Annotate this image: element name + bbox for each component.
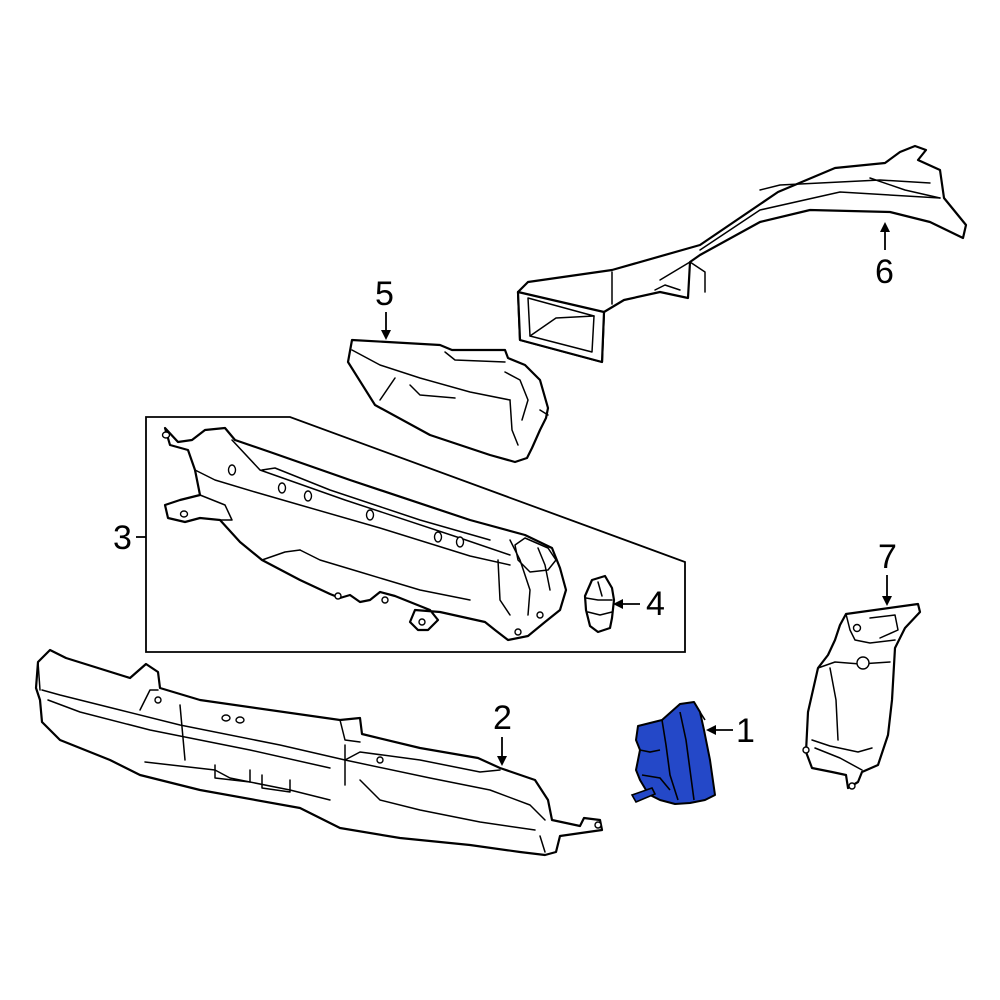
callout-1-label: 1 (736, 712, 755, 750)
callout-6-label: 6 (875, 253, 894, 291)
part-2-lower-grille[interactable] (34, 648, 604, 857)
callout-5-arrowhead (381, 330, 391, 340)
callout-4: 4 (613, 585, 665, 623)
callout-6-arrowhead (880, 222, 890, 232)
callout-5: 5 (375, 275, 394, 340)
part-3-box-outline (145, 416, 686, 653)
part-1-body (635, 701, 716, 805)
callout-6: 6 (875, 222, 894, 291)
callout-3: 3 (113, 519, 146, 557)
callout-2: 2 (493, 699, 512, 766)
callout-4-label: 4 (646, 585, 665, 623)
callout-1: 1 (706, 712, 755, 750)
callout-7-arrowhead (882, 596, 892, 606)
callout-2-label: 2 (493, 699, 512, 737)
part-1-highlighted-bracket[interactable] (630, 701, 716, 805)
part-7-side-bracket[interactable] (802, 602, 922, 790)
callout-1-arrowhead (706, 725, 716, 735)
part-6-air-duct[interactable] (516, 144, 968, 364)
callout-5-label: 5 (375, 275, 394, 313)
part-5-inlet-duct[interactable] (346, 338, 550, 464)
callout-7: 7 (878, 538, 897, 606)
part-1-pin (630, 787, 657, 804)
part-4-clip[interactable] (583, 574, 616, 634)
callout-3-label: 3 (113, 519, 132, 557)
part-3-group-box (145, 416, 686, 653)
callout-2-arrowhead (497, 756, 507, 766)
callout-7-label: 7 (878, 538, 897, 576)
callout-4-arrowhead (613, 599, 623, 609)
part-3-bracket[interactable] (161, 426, 568, 642)
